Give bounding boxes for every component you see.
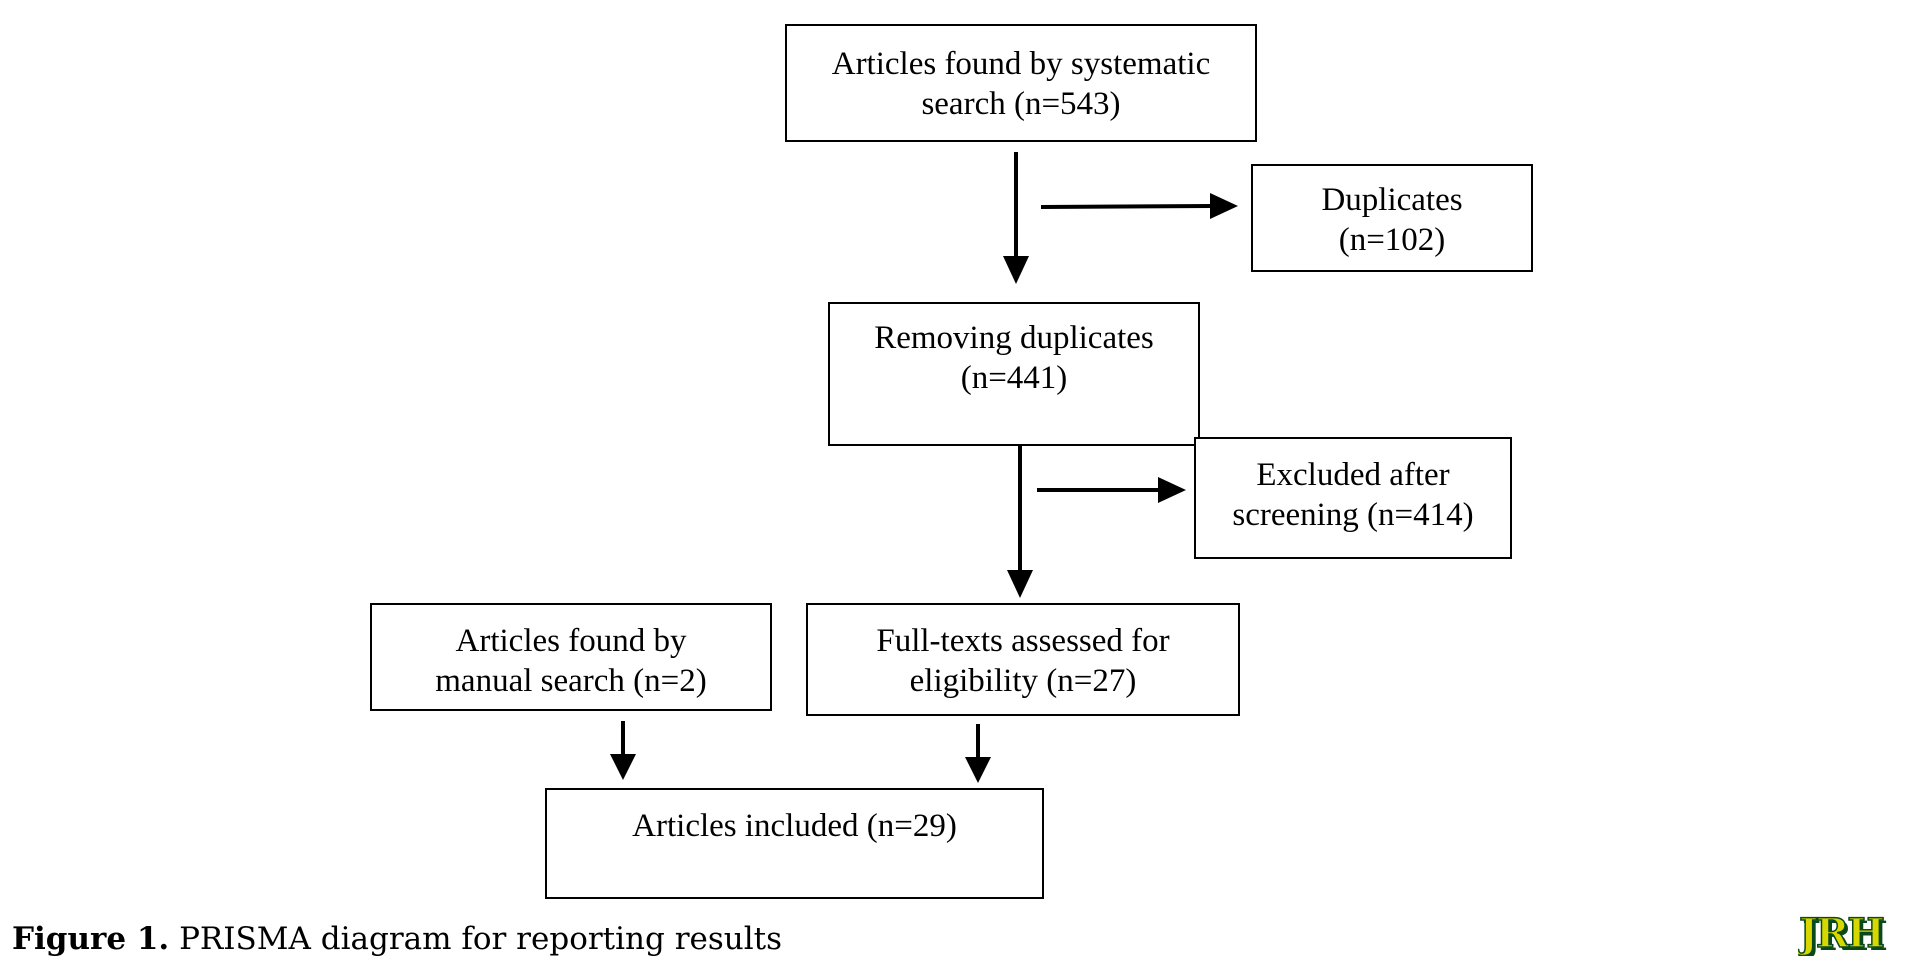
box-included-line1: Articles included (n=29) [632, 808, 957, 844]
arrow-search-to-removing [1003, 152, 1029, 284]
box-systematic-search-line2: search (n=543) [921, 86, 1121, 122]
arrow-to-excluded [1037, 477, 1186, 503]
box-excluded-line1: Excluded after [1256, 457, 1450, 493]
box-removing-duplicates: Removing duplicates (n=441) [828, 302, 1200, 446]
box-systematic-search-line1: Articles found by systematic [831, 46, 1211, 82]
box-manual-search: Articles found by manual search (n=2) [370, 603, 772, 711]
box-excluded-line2: screening (n=414) [1232, 497, 1474, 533]
box-manual-search-line2: manual search (n=2) [435, 663, 707, 699]
box-full-texts-line1: Full-texts assessed for [876, 623, 1170, 659]
figure-caption-label: Figure 1. [12, 921, 170, 957]
arrow-to-duplicates [1040, 193, 1238, 219]
box-systematic-search: Articles found by systematic search (n=5… [785, 24, 1257, 142]
arrow-fulltext-to-included [965, 724, 991, 783]
box-removing-duplicates-line2: (n=441) [960, 360, 1068, 396]
box-duplicates-line1: Duplicates [1321, 182, 1463, 218]
arrow-removing-to-fulltext [1007, 446, 1033, 598]
box-removing-duplicates-line1: Removing duplicates [874, 320, 1154, 356]
box-duplicates: Duplicates (n=102) [1251, 164, 1533, 272]
arrow-manual-to-included [610, 721, 636, 780]
box-full-texts-assessed: Full-texts assessed for eligibility (n=2… [806, 603, 1240, 716]
box-articles-included: Articles included (n=29) [545, 788, 1044, 899]
figure-caption: Figure 1. PRISMA diagram for reporting r… [12, 921, 782, 957]
figure-caption-text: PRISMA diagram for reporting results [169, 921, 783, 957]
svg-text:JRH: JRH [1799, 913, 1886, 956]
box-excluded-after-screening: Excluded after screening (n=414) [1194, 437, 1512, 559]
box-duplicates-line2: (n=102) [1338, 222, 1446, 258]
box-full-texts-line2: eligibility (n=27) [909, 663, 1137, 699]
box-manual-search-line1: Articles found by [455, 623, 687, 659]
jrh-logo: JRH JRH [1798, 912, 1888, 956]
svg-text:JRH: JRH [1798, 912, 1883, 956]
